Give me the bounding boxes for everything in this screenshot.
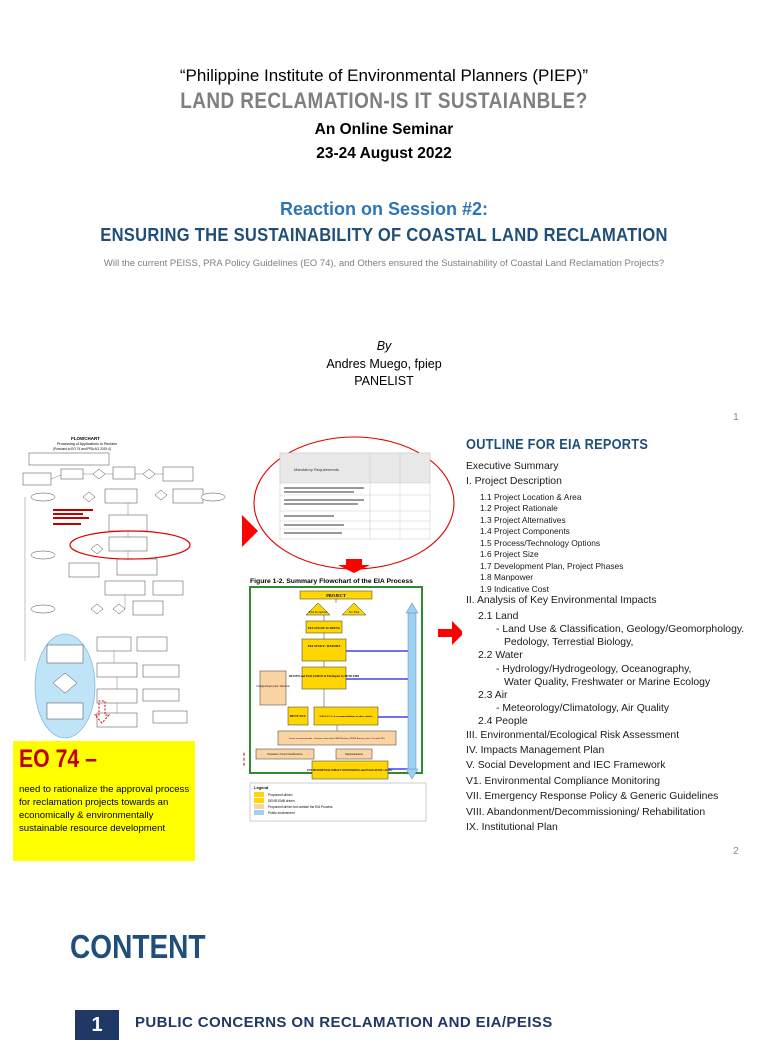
- eo74-title: EO 74 –: [19, 745, 97, 773]
- author-role: PANELIST: [354, 374, 414, 388]
- flowchart-subtitle: Processing of Applications to Reclaim: [57, 442, 117, 446]
- outline-item: IV. Impacts Management Plan: [466, 744, 605, 756]
- outline-item: 1.1 Project Location & Area: [480, 491, 582, 502]
- outline-item: Water Quality, Freshwater or Marine Ecol…: [504, 676, 711, 688]
- scoping-node: EIA STUDY SCOPING: [308, 626, 341, 630]
- org-title: “Philippine Institute of Environmental P…: [179, 66, 589, 85]
- monitoring-node: ENVIRONMENTAL IMPACT MONITORING and EVAL…: [307, 769, 393, 772]
- outline-item: VII. Emergency Response Policy & Generic…: [466, 791, 719, 803]
- eia-required-node: EIA Required: [309, 610, 328, 614]
- outline-item: IX. Institutional Plan: [466, 821, 558, 833]
- outline-list: Executive Summary I. Project Description 1…: [466, 453, 766, 853]
- eo74-text: need to rationalize the approval process…: [19, 784, 190, 834]
- slide-1: “Philippine Institute of Environmental P…: [0, 0, 768, 423]
- flowchart-subtitle2: (Pursuant to EO 74 and PRA AO 2019-4): [53, 447, 111, 451]
- outline-item: 2.2 Water: [478, 650, 523, 662]
- secure-node: Secure necessary permits / clearances fr…: [289, 737, 385, 740]
- page-number: 1: [733, 411, 739, 423]
- slide-2: FLOWCHART Processing of Applications to …: [0, 425, 768, 870]
- outline-item: 1.3 Project Alternatives: [480, 514, 566, 525]
- issue-node: ISSUE ECC or recommendations to other en…: [320, 715, 373, 718]
- outline-item: - Land Use & Classification, Geology/Geo…: [496, 623, 745, 635]
- author-name: Andres Muego, fpiep: [326, 357, 442, 371]
- eia-process-figure: Mandatory Requirements Figure 1-2. Summa…: [242, 436, 462, 822]
- pra-flowchart: FLOWCHART Processing of Applications to …: [13, 431, 243, 741]
- outline-item: 1.7 Development Plan, Project Phases: [480, 560, 624, 571]
- outline-item: 1.2 Project Rationale: [480, 503, 558, 514]
- outline-item: 1.5 Process/Technology Options: [480, 537, 601, 548]
- mandatory-header: Mandatory Requirements: [294, 467, 339, 472]
- outline-item: 1.4 Project Components: [480, 526, 570, 537]
- implementation-node: Implementation: [345, 753, 363, 756]
- content-title: CONTENT: [70, 928, 206, 965]
- slide-3: CONTENT 1 PUBLIC CONCERNS ON RECLAMATION…: [0, 880, 768, 1040]
- eia-outline: OUTLINE FOR EIA REPORTS Executive Summar…: [466, 437, 766, 853]
- project-node: PROJECT: [326, 593, 346, 598]
- outline-item: 1.8 Manpower: [480, 572, 534, 583]
- review-node: REVIEW and EVALUATION of EIA Report by D…: [289, 675, 359, 678]
- flowchart-highlight-ellipse: [69, 530, 191, 560]
- legend: [249, 782, 427, 822]
- item-number-badge: 1: [75, 1010, 119, 1040]
- outline-item: - Hydrology/Hydrogeology, Oceanography,: [496, 663, 692, 675]
- page-number-2: 2: [733, 845, 739, 857]
- red-arrow-to-outline: [438, 621, 462, 645]
- expansion-node: Expansion / Project modifications: [267, 753, 302, 756]
- eo74-callout: EO 74 – need to rationalize the approval…: [13, 741, 195, 861]
- session-label: Reaction on Session #2:: [279, 199, 489, 219]
- legend-title: Legend: [254, 785, 269, 790]
- seminar-date: 23-24 August 2022: [316, 145, 452, 162]
- outline-title: OUTLINE FOR EIA REPORTS: [466, 437, 649, 453]
- outline-item: VIII. Abandonment/Decommissioning/ Rehab…: [466, 806, 706, 818]
- outline-item: I. Project Description: [466, 476, 562, 488]
- by-label: By: [376, 339, 392, 353]
- legend-item-3: Proponent-driven but outside the EIA Pro…: [268, 805, 333, 809]
- outline-item: 2.3 Air: [478, 689, 508, 701]
- seminar-title: LAND RECLAMATION-IS IT SUSTAIANBLE?: [180, 88, 588, 113]
- seminar-type: An Online Seminar: [314, 121, 454, 138]
- outline-item: V1. Environmental Compliance Monitoring: [466, 775, 661, 787]
- outline-item: - Meteorology/Climatology, Air Quality: [496, 703, 670, 715]
- red-arrow-down: [338, 559, 370, 573]
- outline-item: II. Analysis of Key Environmental Impact…: [466, 595, 657, 607]
- session-title: ENSURING THE SUSTAINABILITY OF COASTAL L…: [100, 225, 668, 245]
- study-node: EIA STUDY / REPORT: [308, 644, 341, 648]
- deny-node: DENY ECC: [290, 714, 307, 718]
- outline-item: V. Social Development and IEC Framework: [466, 760, 666, 772]
- outline-item: Executive Summary: [466, 461, 559, 472]
- content-item-1: PUBLIC CONCERNS ON RECLAMATION AND EIA/P…: [135, 1014, 553, 1031]
- eo-right-arrow: [242, 752, 245, 766]
- outline-item: 1.9 Indicative Cost: [480, 583, 549, 594]
- figure-caption: Figure 1-2. Summary Flowchart of the EIA…: [250, 578, 413, 585]
- red-arrow-to-table: [242, 515, 258, 547]
- session-question: Will the current PEISS, PRA Policy Guide…: [103, 258, 665, 269]
- legend-item-2: DENR-EMB driven: [268, 799, 295, 803]
- outline-item: 2.1 Land: [478, 610, 519, 622]
- outline-item: III. Environmental/Ecological Risk Asses…: [466, 729, 680, 741]
- outline-item: 2.4 People: [478, 716, 528, 728]
- outline-item: 1.6 Project Size: [480, 549, 539, 560]
- legend-item-4: Public involvement: [268, 811, 295, 815]
- flowchart-title: FLOWCHART: [71, 436, 100, 441]
- change-plan-node: Change Project plan / Relocate: [256, 685, 290, 688]
- no-eia-node: No EIA: [349, 610, 360, 614]
- outline-item: Pedology, Terrestial Biology,: [504, 637, 634, 649]
- eo-up-arrow: [93, 700, 111, 724]
- legend-item-1: Proponent-driven: [268, 793, 293, 797]
- public-involvement-bar: [407, 610, 417, 772]
